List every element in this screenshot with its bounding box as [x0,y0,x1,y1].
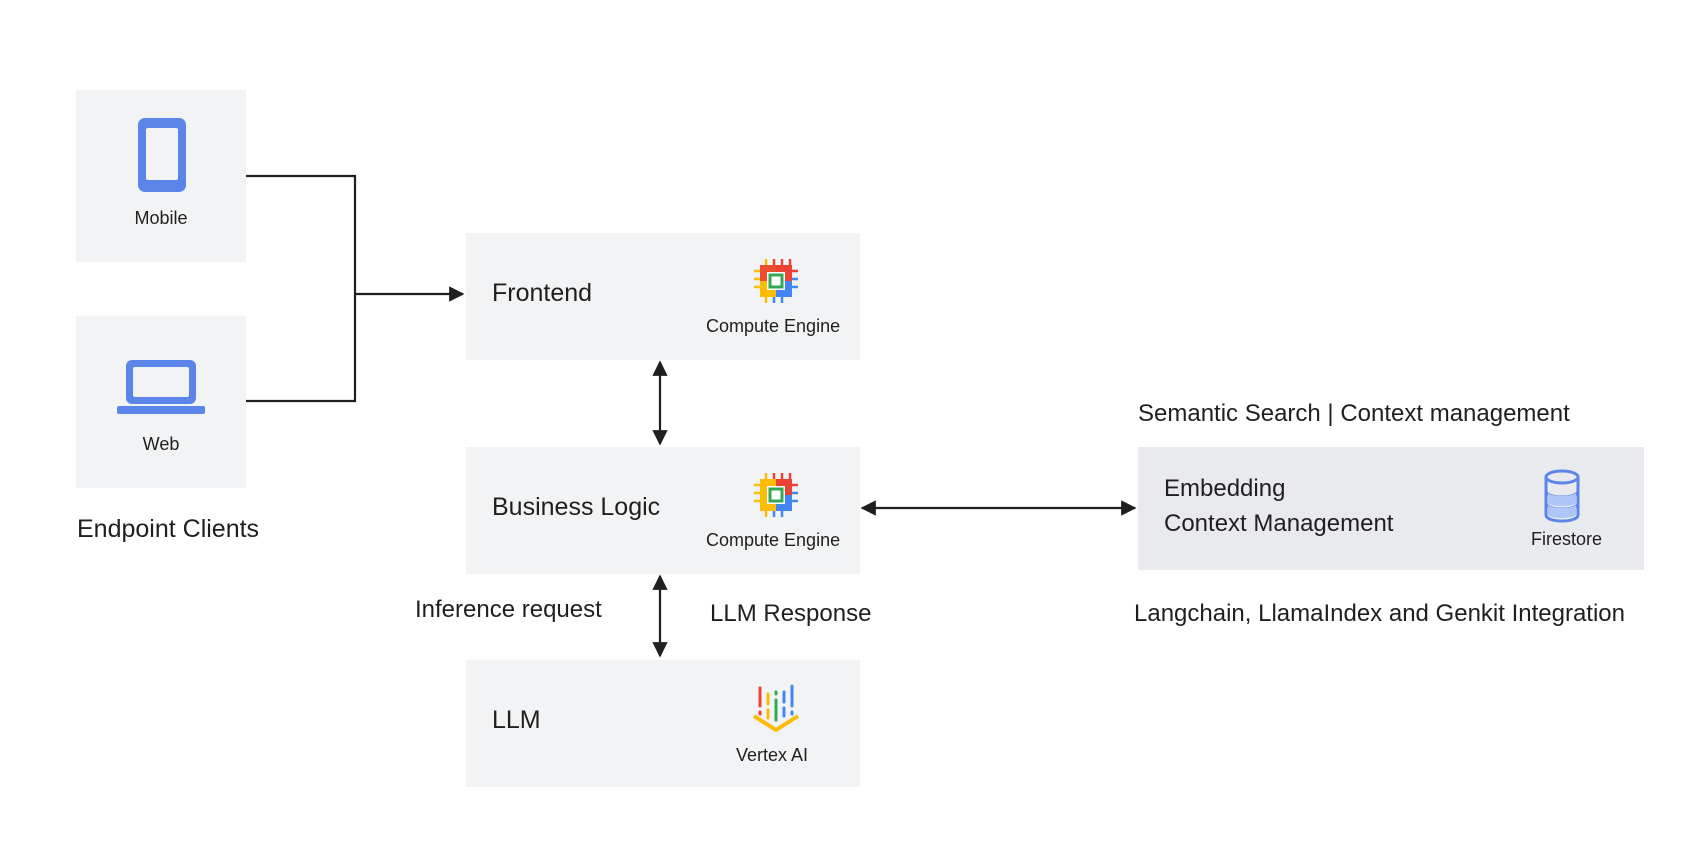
embedding-title-line1: Embedding [1164,475,1286,502]
mobile-icon [138,118,186,192]
embedding-title-line2: Context Management [1164,510,1394,537]
laptop-icon [117,360,205,414]
inference-request-label: Inference request [415,596,602,623]
web-label: Web [142,434,180,454]
llm-response-label: LLM Response [710,600,872,627]
llm-title: LLM [492,706,541,734]
web-client-box: Web [76,316,246,488]
frontend-service-label: Compute Engine [706,316,841,336]
compute-engine-icon [754,259,798,303]
endpoint-clients-label: Endpoint Clients [77,515,260,543]
firestore-database-icon [1544,469,1580,523]
integration-caption: Langchain, LlamaIndex and Genkit Integra… [1134,600,1626,627]
vertex-ai-label: Vertex AI [736,745,809,765]
frontend-title: Frontend [492,279,593,307]
embedding-box: Embedding Context Management Firestore [1138,447,1644,570]
mobile-connector [246,174,357,403]
business-logic-title: Business Logic [492,493,661,521]
mobile-client-box: Mobile [76,90,246,262]
compute-engine-icon [754,473,798,517]
llm-box: LLM Vertex AI [466,660,860,787]
vertex-ai-icon [752,684,800,732]
semantic-search-caption: Semantic Search | Context management [1138,400,1570,427]
business-logic-box: Business Logic Compute Engine [466,447,860,574]
frontend-box: Frontend Compute Engine [466,233,860,360]
mobile-label: Mobile [134,208,188,228]
firestore-label: Firestore [1531,529,1603,549]
business-logic-service-label: Compute Engine [706,530,841,550]
